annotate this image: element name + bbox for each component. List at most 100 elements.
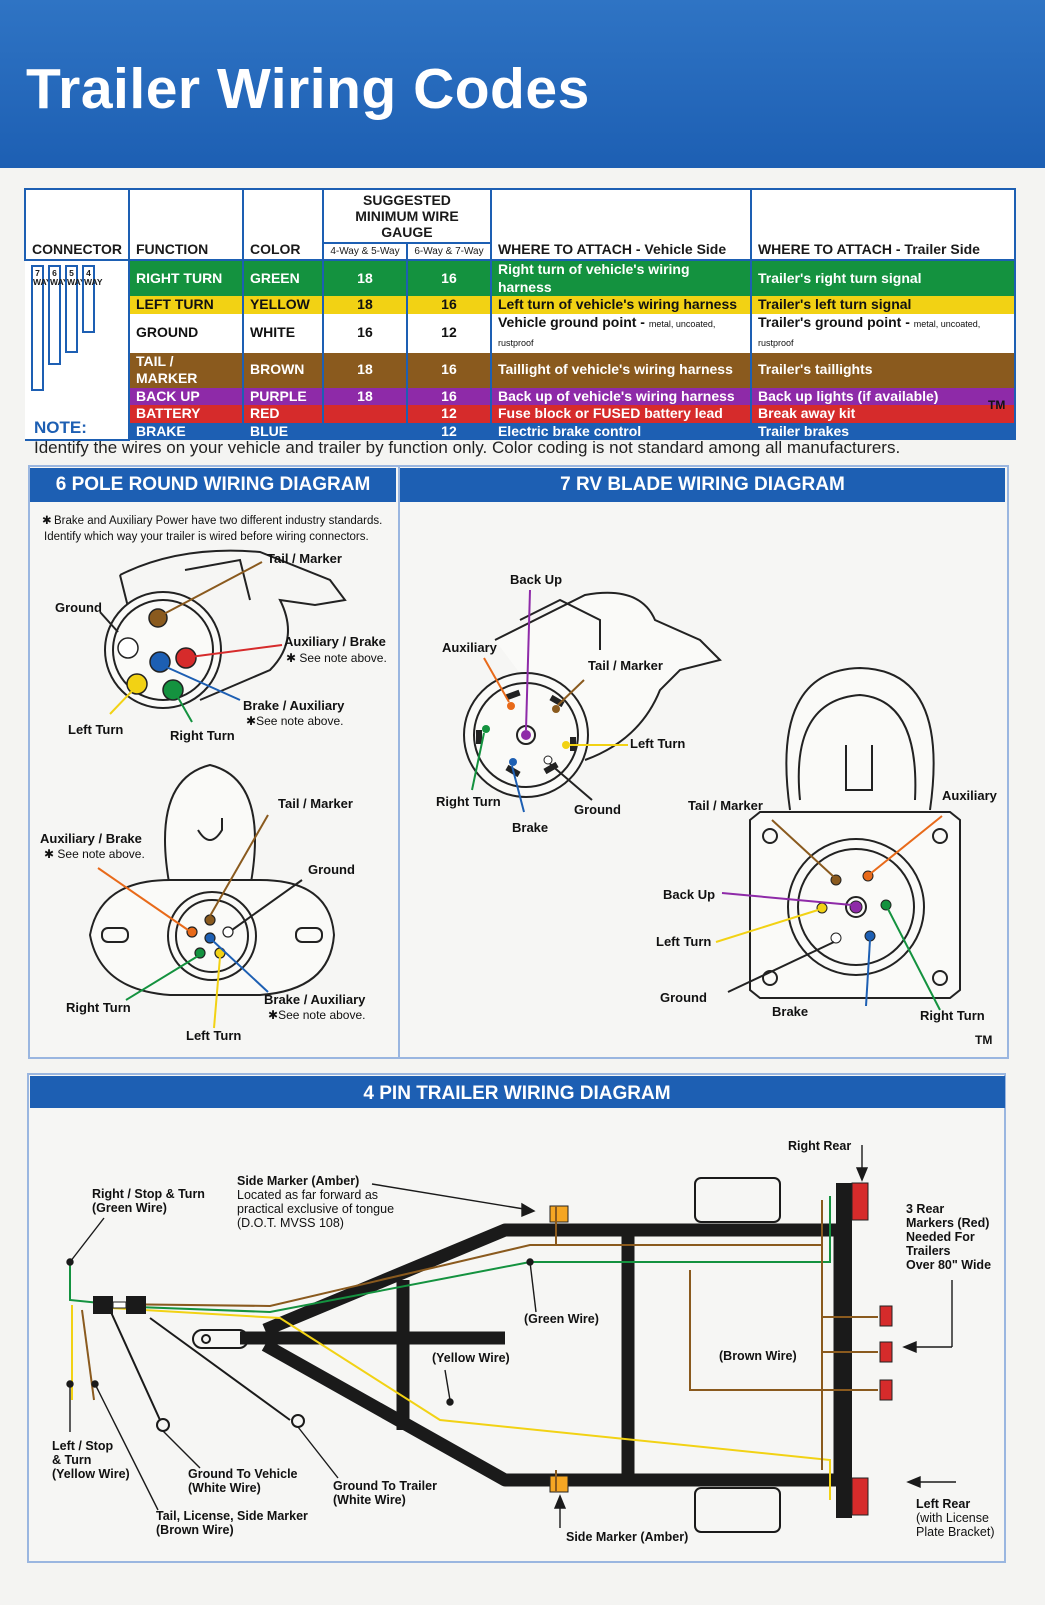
header-trailer-side: WHERE TO ATTACH - Trailer Side: [749, 188, 1017, 261]
header-gauge-title: SUGGESTED MINIMUM WIRE GAUGE: [321, 188, 492, 244]
label-left-stop-l1: Left / Stop: [52, 1439, 113, 1453]
label-rear-markers-l5: Over 80" Wide: [906, 1258, 991, 1272]
header-vehicle-side: WHERE TO ATTACH - Vehicle Side: [489, 188, 752, 261]
four-pin-labels: Right Rear Side Marker (Amber) Located a…: [52, 1139, 995, 1544]
trademark-table: TM: [988, 398, 1006, 412]
rear-lights: [549, 1182, 893, 1516]
six-top-aux-note: ✱ See note above.: [286, 651, 387, 665]
function-cell: BATTERY: [128, 405, 244, 423]
trailer-side-cell: Back up lights (if available): [750, 387, 1017, 405]
six-bottom-label-tail: Tail / Marker: [278, 796, 353, 811]
rv-top-label-left: Left Turn: [630, 736, 685, 751]
header-connector: CONNECTOR: [24, 188, 130, 261]
rv-bottom-label-ground: Ground: [660, 990, 707, 1005]
six-top-brake-note: ✱See note above.: [246, 714, 343, 728]
page-title: Trailer Wiring Codes: [26, 57, 590, 121]
gauge-4way-cell: [322, 422, 408, 440]
gauge-6way-cell: 16: [406, 296, 492, 314]
six-top-label-right: Right Turn: [170, 728, 235, 743]
rear-crossbar: [836, 1183, 852, 1518]
six-bottom-label-brake-aux: Brake / Auxiliary: [264, 992, 366, 1007]
function-cell: BACK UP: [128, 387, 244, 405]
label-ground-vehicle-l2: (White Wire): [188, 1481, 261, 1495]
six-pole-note: ✱ Brake and Auxiliary Power have two dif…: [42, 515, 382, 543]
label-side-marker-title: Side Marker (Amber): [237, 1174, 359, 1188]
label-left-stop-l3: (Yellow Wire): [52, 1467, 130, 1481]
trailer-side-cell: Break away kit: [750, 405, 1017, 423]
note-text: Identify the wires on your vehicle and t…: [34, 438, 901, 457]
color-cell: BROWN: [242, 352, 324, 388]
vehicle-side-cell: Taillight of vehicle's wiring harness: [490, 352, 752, 388]
vehicle-side-cell: Electric brake control: [490, 422, 752, 440]
seven-rv-bottom-connector: [749, 666, 961, 999]
pin-right-turn: [162, 679, 184, 701]
tongue-coupler: [192, 1329, 249, 1349]
gauge-6way-cell: 12: [406, 405, 492, 423]
trailer-side-cell: Trailer brakes: [750, 422, 1017, 440]
label-ground-trailer-l1: Ground To Trailer: [333, 1479, 437, 1493]
label-rear-markers-l1: 3 Rear: [906, 1202, 944, 1216]
header-banner: Trailer Wiring Codes: [0, 0, 1045, 168]
label-ground-vehicle-l1: Ground To Vehicle: [188, 1467, 298, 1481]
label-right-stop-l1: Right / Stop & Turn: [92, 1187, 205, 1201]
six-top-label-aux-brake: Auxiliary / Brake: [284, 634, 386, 649]
color-cell: BLUE: [242, 422, 324, 440]
gauge-6way-cell: 16: [406, 260, 492, 296]
seven-rv-bottom-pins: [816, 870, 892, 944]
rv-bottom-label-brake: Brake: [772, 1004, 808, 1019]
header-color: COLOR: [241, 188, 324, 261]
vehicle-side-cell: Vehicle ground point - metal, uncoated, …: [490, 313, 752, 353]
connector-bar: 7 WAY: [31, 265, 52, 391]
six-bottom-brake-note: ✱See note above.: [268, 1008, 365, 1022]
six-top-label-ground: Ground: [55, 600, 102, 615]
header-gauge-6way: 6-Way & 7-Way: [405, 242, 492, 261]
function-cell: BRAKE: [128, 422, 244, 440]
seven-rv-heading: 7 RV BLADE WIRING DIAGRAM: [400, 468, 1005, 502]
trailer-fenders: [694, 1177, 781, 1533]
label-tail-license-l2: (Brown Wire): [156, 1523, 234, 1537]
rv-top-label-auxiliary: Auxiliary: [442, 640, 498, 655]
header-function: FUNCTION: [127, 188, 244, 261]
note-label: NOTE:: [34, 418, 87, 437]
connector-bar: 5 WAY: [65, 265, 86, 353]
label-rear-markers-l2: Markers (Red): [906, 1216, 989, 1230]
rv-top-label-ground: Ground: [574, 802, 621, 817]
header-gauge-4way: 4-Way & 5-Way: [321, 242, 408, 261]
color-cell: GREEN: [242, 260, 324, 296]
vehicle-side-cell: Fuse block or FUSED battery lead: [490, 405, 752, 423]
color-cell: PURPLE: [242, 387, 324, 405]
rv-bottom-label-left: Left Turn: [656, 934, 711, 949]
six-top-label-tail: Tail / Marker: [267, 551, 342, 566]
label-right-rear: Right Rear: [788, 1139, 851, 1153]
six-bottom-aux-note: ✱ See note above.: [44, 847, 145, 861]
label-ground-trailer-l2: (White Wire): [333, 1493, 406, 1507]
trailer-side-cell: Trailer's right turn signal: [750, 260, 1017, 296]
gauge-4way-cell: 18: [322, 296, 408, 314]
vehicle-side-cell: Right turn of vehicle's wiring harness: [490, 260, 752, 296]
gauge-4way-cell: 18: [322, 387, 408, 405]
gauge-4way-cell: [322, 405, 408, 423]
label-tail-license-l1: Tail, License, Side Marker: [156, 1509, 308, 1523]
six-pole-heading: 6 POLE ROUND WIRING DIAGRAM: [30, 468, 396, 502]
label-left-rear-l2: (with License: [916, 1511, 989, 1525]
six-pole-top-pins: [117, 608, 197, 701]
four-pin-plug: [93, 1296, 146, 1314]
label-side-marker-l3: (D.O.T. MVSS 108): [237, 1216, 344, 1230]
six-bottom-label-right: Right Turn: [66, 1000, 131, 1015]
six-bottom-label-ground: Ground: [308, 862, 355, 877]
label-right-stop-l2: (Green Wire): [92, 1201, 167, 1215]
label-rear-markers-l3: Needed For: [906, 1230, 975, 1244]
gauge-4way-cell: 16: [322, 313, 408, 353]
label-left-rear-l3: Plate Bracket): [916, 1525, 995, 1539]
gauge-6way-cell: 16: [406, 387, 492, 405]
label-green-wire: (Green Wire): [524, 1312, 599, 1326]
gauge-4way-cell: 18: [322, 260, 408, 296]
six-pole-note-star: ✱: [42, 515, 52, 527]
connector-bar: 6 WAY: [48, 265, 69, 365]
label-left-rear-l1: Left Rear: [916, 1497, 970, 1511]
